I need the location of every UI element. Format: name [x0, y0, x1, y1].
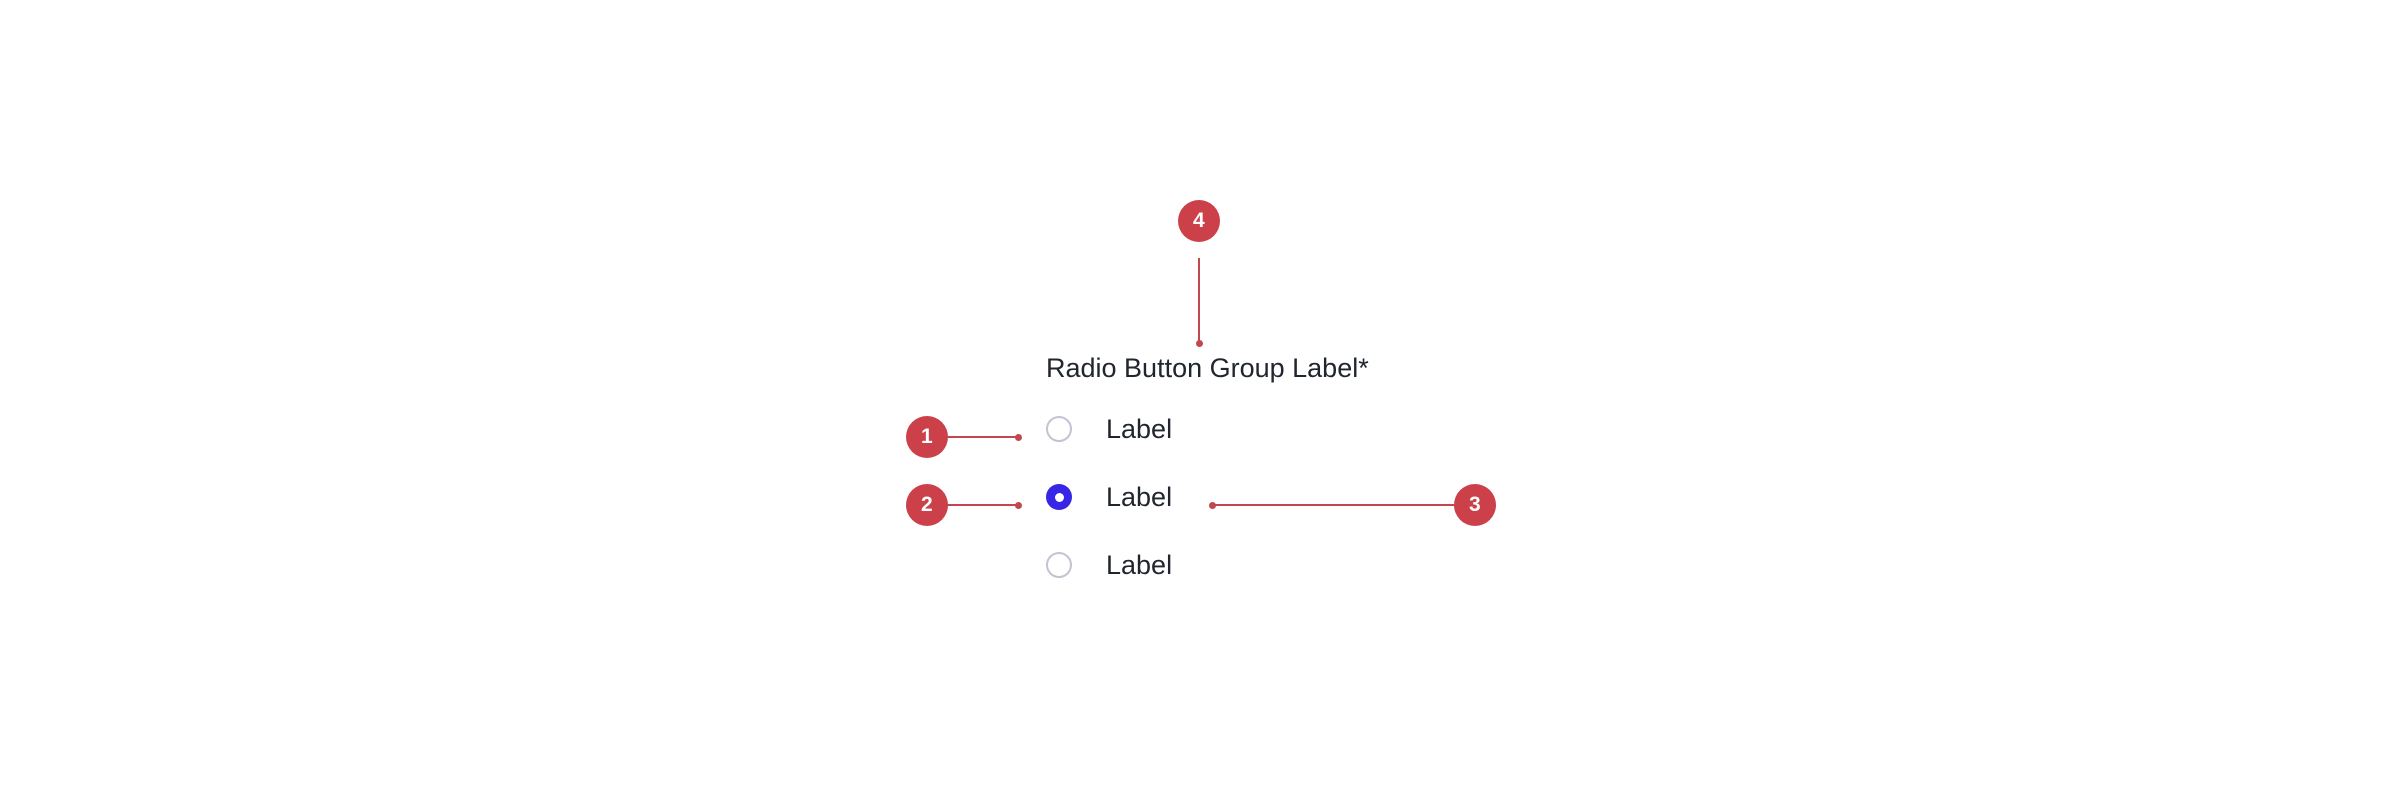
- annotation-badge-4[interactable]: 4: [1178, 200, 1220, 242]
- radio-control-unselected[interactable]: [1046, 416, 1072, 442]
- radio-option-3[interactable]: Label: [1046, 548, 1369, 582]
- radio-option-label[interactable]: Label: [1106, 414, 1173, 444]
- radio-option-2[interactable]: Label: [1046, 480, 1369, 514]
- radio-control-selected[interactable]: [1046, 484, 1072, 510]
- radio-control-unselected[interactable]: [1046, 552, 1072, 578]
- radio-option-1[interactable]: Label: [1046, 412, 1369, 446]
- leader-dot-2: [1015, 501, 1022, 509]
- leader-line-1: [944, 436, 1020, 438]
- radio-button-group: Radio Button Group Label* Label Label La…: [1046, 352, 1369, 582]
- radio-option-label[interactable]: Label: [1106, 482, 1173, 512]
- annotation-badge-3[interactable]: 3: [1454, 484, 1496, 526]
- annotation-badge-1[interactable]: 1: [906, 416, 948, 458]
- leader-dot-4: [1195, 340, 1203, 347]
- radio-group-label: Radio Button Group Label*: [1046, 353, 1369, 383]
- leader-line-4: [1198, 258, 1200, 343]
- leader-dot-3: [1209, 501, 1216, 509]
- leader-dot-1: [1015, 433, 1022, 441]
- annotation-badge-2[interactable]: 2: [906, 484, 948, 526]
- leader-line-2: [944, 504, 1020, 506]
- leader-line-3: [1212, 504, 1460, 506]
- radio-option-label[interactable]: Label: [1106, 550, 1173, 580]
